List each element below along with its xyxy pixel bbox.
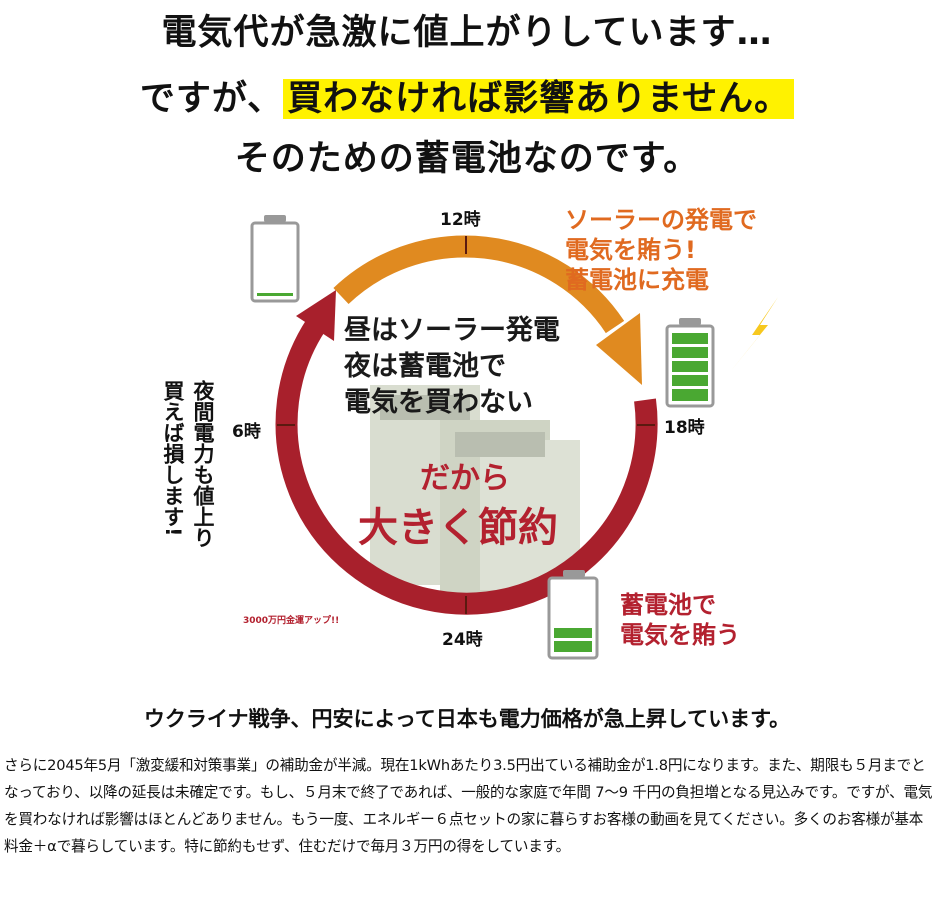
orange-arc [333, 235, 625, 334]
center-text-line: 電気を買わない [344, 387, 533, 418]
night-note-col2: 買えば損します! [161, 380, 185, 537]
orange-arrowhead [596, 313, 642, 385]
headline-line-1: 電気代が急激に値上がりしています… [161, 13, 773, 53]
battery-note: 蓄電池で 電気を賄う [620, 590, 740, 650]
time-label-24: 24時 [442, 630, 483, 650]
battery-low-icon [547, 570, 599, 660]
battery-note-line: 蓄電池で [620, 591, 716, 619]
time-label-12: 12時 [440, 210, 481, 230]
time-label-18: 18時 [664, 418, 705, 438]
time-label-6: 6時 [232, 422, 261, 442]
cycle-graphic [250, 215, 778, 660]
body-paragraph: さらに2045年5月「激変緩和対策事業」の補助金が半減。現在1kWhあたり3.5… [4, 757, 933, 855]
headline-line-2: ですが、買わなければ影響ありません。 [0, 70, 934, 121]
solar-note-line: 蓄電池に充電 [565, 266, 709, 294]
headline-prefix: ですが、 [139, 79, 284, 119]
clock-ticks [277, 236, 655, 614]
saving-headline: 大きく節約 [358, 505, 558, 551]
center-text-line: 夜は蓄電池で [344, 351, 506, 382]
solar-note-line: 電気を賄う! [565, 236, 696, 264]
center-text: 昼はソーラー発電 夜は蓄電池で 電気を買わない [344, 313, 560, 421]
solar-note-line: ソーラーの発電で [565, 206, 757, 234]
battery-empty-icon [250, 215, 300, 303]
money-stacks [370, 385, 580, 595]
saving-lead: だから [420, 461, 510, 496]
center-text-line: 昼はソーラー発電 [344, 315, 560, 346]
battery-full-icon [665, 318, 715, 408]
night-note-col1: 夜間電力も値上り [191, 380, 215, 548]
red-arc [275, 318, 658, 615]
lightning-bolt-icon [730, 297, 778, 372]
small-label: 3000万円金運アップ!! [243, 616, 340, 626]
solar-note: ソーラーの発電で 電気を賄う! 蓄電池に充電 [565, 205, 757, 295]
red-arrowhead [296, 290, 336, 341]
battery-note-line: 電気を賄う [620, 621, 740, 649]
headline-line-3: そのための蓄電池なのです。 [234, 139, 700, 179]
subheading: ウクライナ戦争、円安によって日本も電力価格が急上昇しています。 [143, 707, 791, 731]
energy-cycle-diagram: 12時 18時 24時 6時 ソーラーの発電で 電気を賄う! 蓄電池に充電 昼は… [0, 195, 934, 675]
headline-highlight: 買わなければ影響ありません。 [283, 79, 795, 119]
